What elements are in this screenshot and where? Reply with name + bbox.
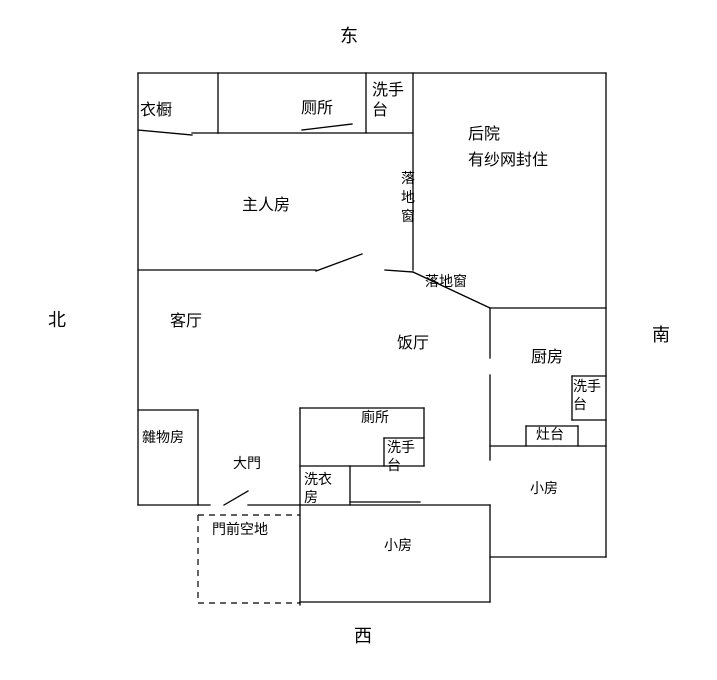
room-wardrobe: 衣橱: [140, 100, 173, 119]
direction-west: 西: [354, 626, 372, 647]
direction-north: 北: [48, 310, 66, 331]
room-living: 客厅: [170, 311, 203, 330]
room-toilet-master: 厕所: [301, 98, 334, 117]
door-toilet: [301, 123, 353, 131]
door-wardrobe: [137, 129, 193, 136]
wall-master-bottom-right: [384, 269, 414, 273]
room-backyard-line1: 后院: [468, 124, 501, 143]
room-washbasin-kitchen: 洗手台: [573, 379, 601, 413]
room-stove: 灶台: [536, 427, 564, 443]
label-main-door: 大門: [233, 456, 261, 472]
room-toilet-center: 廁所: [361, 410, 389, 426]
door-main: [223, 490, 249, 506]
wall-french-window: [412, 271, 491, 309]
room-backyard-line2: 有纱网封住: [468, 150, 549, 169]
room-washbasin-master: 洗手台: [372, 80, 405, 119]
room-small-west: 小房: [384, 538, 412, 554]
front-yard: 門前空地: [212, 522, 268, 538]
room-laundry: 洗衣房: [304, 472, 332, 506]
direction-east: 东: [340, 26, 358, 47]
french-window-vertical: 落地窗: [401, 171, 415, 225]
room-master: 主人房: [242, 195, 291, 214]
room-dining: 饭厅: [397, 333, 430, 352]
room-kitchen: 厨房: [531, 347, 564, 366]
direction-south: 南: [652, 325, 670, 346]
door-master: [315, 253, 363, 272]
room-small-south: 小房: [530, 481, 558, 497]
french-window: 落地窗: [425, 274, 467, 290]
room-washbasin-center: 洗手台: [387, 440, 415, 474]
room-storage: 雜物房: [142, 430, 184, 446]
